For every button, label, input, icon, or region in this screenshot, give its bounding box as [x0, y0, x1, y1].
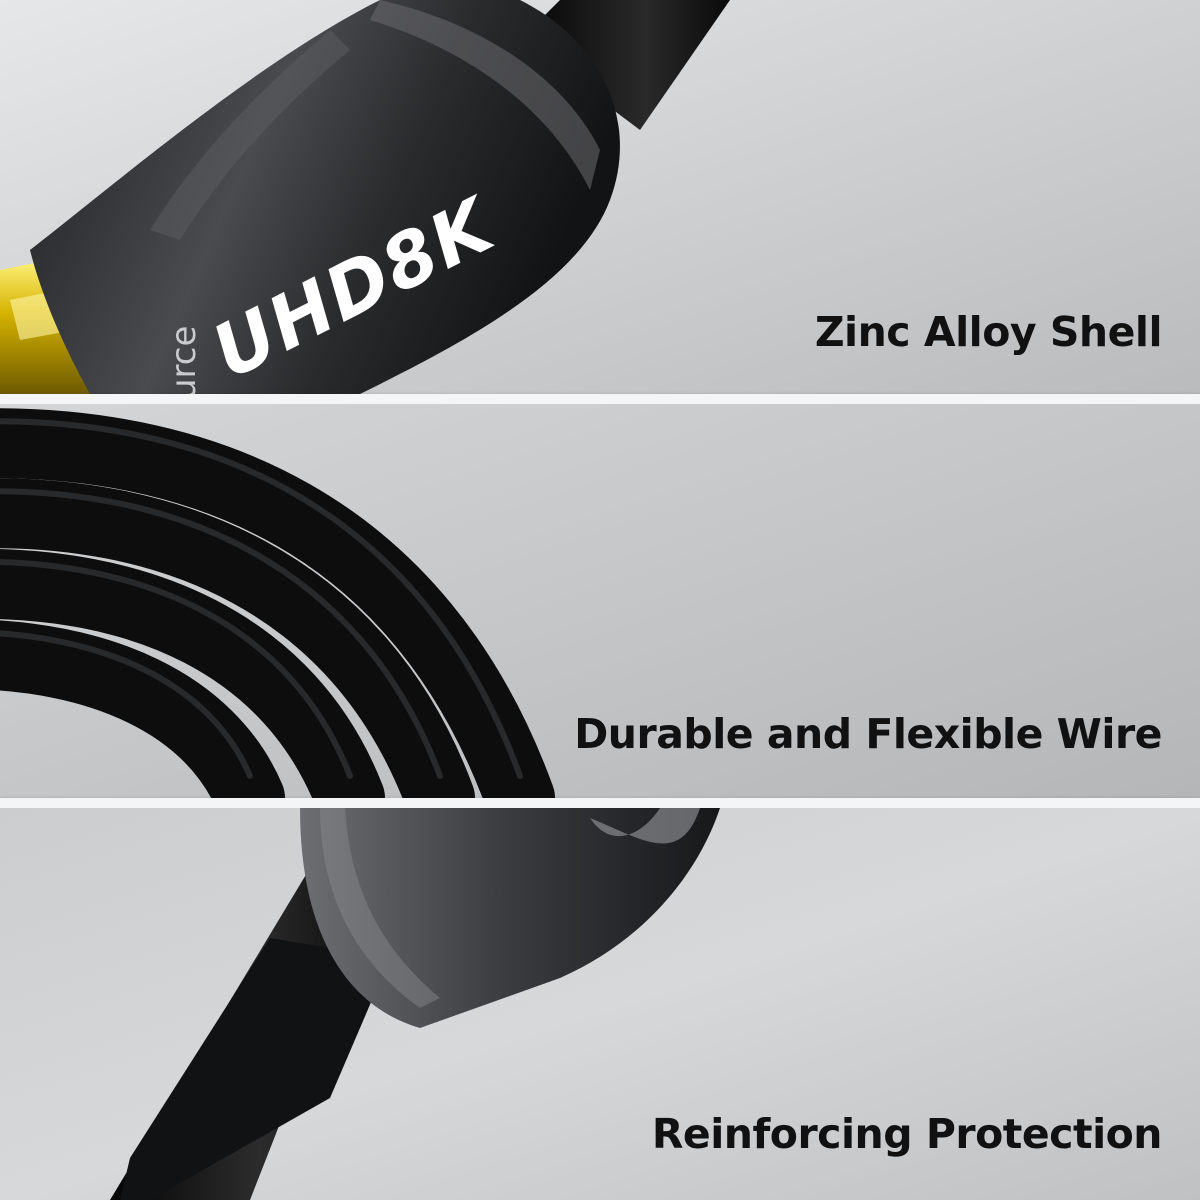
panel-reinforcing-protection: Reinforcing Protection — [0, 808, 1200, 1200]
cable-segment — [520, 0, 730, 130]
caption-flexible-wire: Durable and Flexible Wire — [574, 710, 1162, 758]
coiled-cable-illustration — [0, 404, 1200, 798]
shell-partial-text: urce — [164, 326, 204, 394]
panel-zinc-alloy-shell: UHD8K urce Zinc Alloy Shell — [0, 0, 1200, 394]
cable-loop — [0, 478, 475, 798]
panel-divider — [0, 394, 1200, 404]
strain-relief-illustration — [0, 808, 1200, 1200]
caption-zinc-alloy-shell: Zinc Alloy Shell — [814, 308, 1163, 356]
cable-loop — [0, 549, 385, 798]
strain-relief-boot — [120, 938, 390, 1200]
shell-illustration: UHD8K urce — [0, 0, 1200, 394]
panel-divider — [0, 798, 1200, 808]
cable-loop — [0, 620, 285, 798]
caption-reinforcing-protection: Reinforcing Protection — [651, 1110, 1163, 1158]
zinc-alloy-shell — [30, 0, 620, 394]
metal-shell-end — [300, 808, 720, 1028]
panel-flexible-wire: Durable and Flexible Wire — [0, 404, 1200, 798]
cable-loop — [0, 408, 555, 798]
